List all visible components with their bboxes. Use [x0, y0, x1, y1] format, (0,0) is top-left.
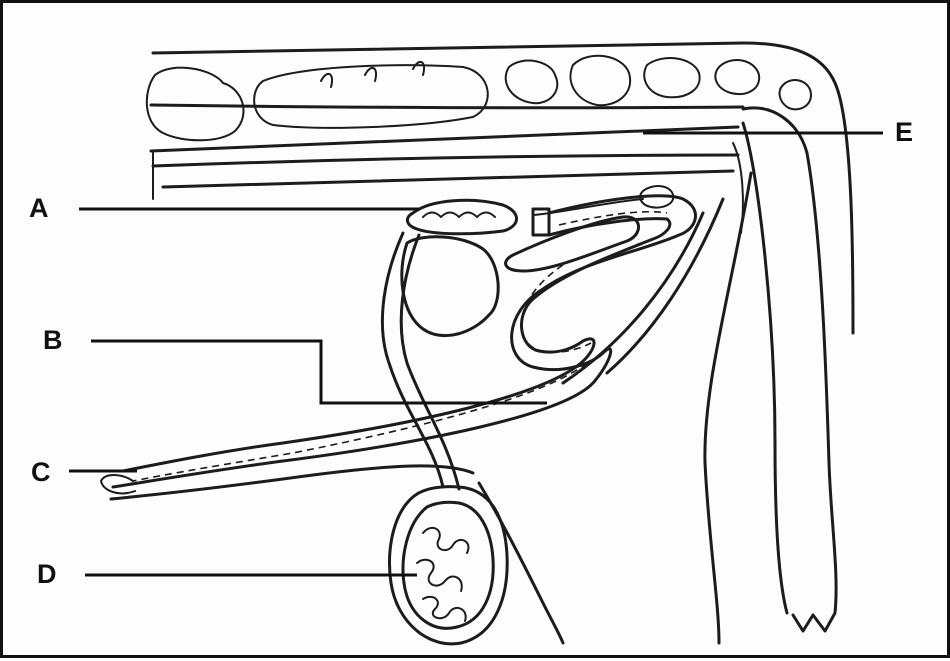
- label-d: D: [37, 561, 57, 588]
- label-e: E: [895, 119, 913, 146]
- scrotum: [389, 487, 507, 644]
- scrotum-testis: [389, 487, 507, 644]
- label-a: A: [29, 195, 49, 222]
- leader-b: [91, 341, 547, 403]
- label-c: C: [31, 459, 51, 486]
- bladder: [402, 237, 498, 336]
- reproductive-tract-drawing: [3, 3, 950, 661]
- hind-leg: [153, 153, 751, 643]
- ampulla: [506, 217, 639, 271]
- testis: [403, 502, 493, 628]
- label-b: B: [43, 327, 63, 354]
